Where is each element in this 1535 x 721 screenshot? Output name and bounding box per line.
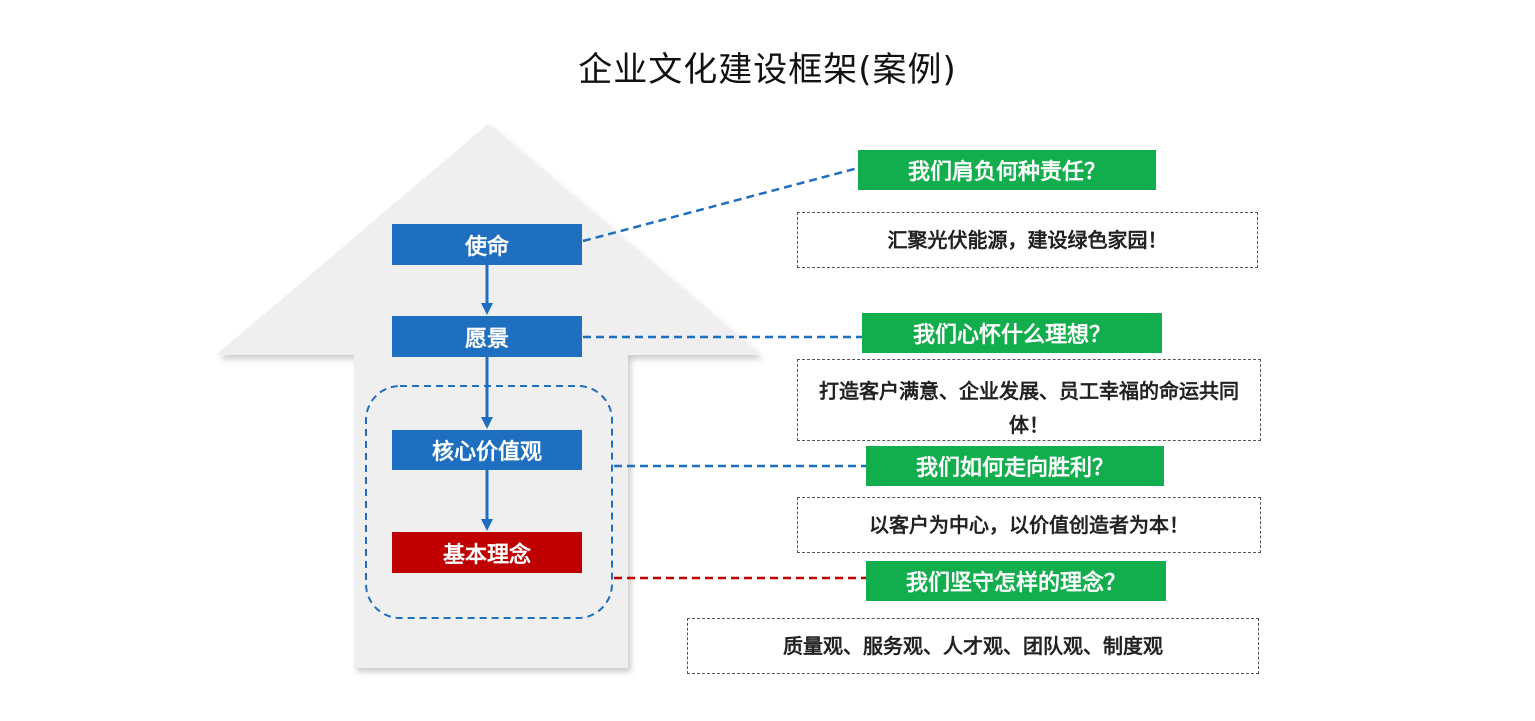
flow-arrows [481,265,493,531]
question-vision: 我们心怀什么理想？ [862,313,1162,353]
answer-vision: 打造客户满意、企业发展、员工幸福的命运共同体！ [797,359,1261,441]
values-group-outline [365,385,613,619]
question-mission: 我们肩负何种责任？ [858,150,1156,190]
pillar-mission: 使命 [392,224,582,265]
pillar-principles: 基本理念 [392,532,582,573]
question-core-values: 我们如何走向胜利？ [866,446,1164,486]
pillar-vision: 愿景 [392,316,582,357]
answer-principles: 质量观、服务观、人才观、团队观、制度观 [687,618,1259,674]
question-principles: 我们坚守怎样的理念？ [866,561,1166,601]
connector-mission [582,166,859,243]
pillar-core-values: 核心价值观 [392,430,582,470]
page-title: 企业文化建设框架(案例) [578,50,957,90]
answer-mission: 汇聚光伏能源，建设绿色家园！ [797,212,1258,268]
answer-core-values: 以客户为中心，以价值创造者为本！ [797,497,1261,553]
